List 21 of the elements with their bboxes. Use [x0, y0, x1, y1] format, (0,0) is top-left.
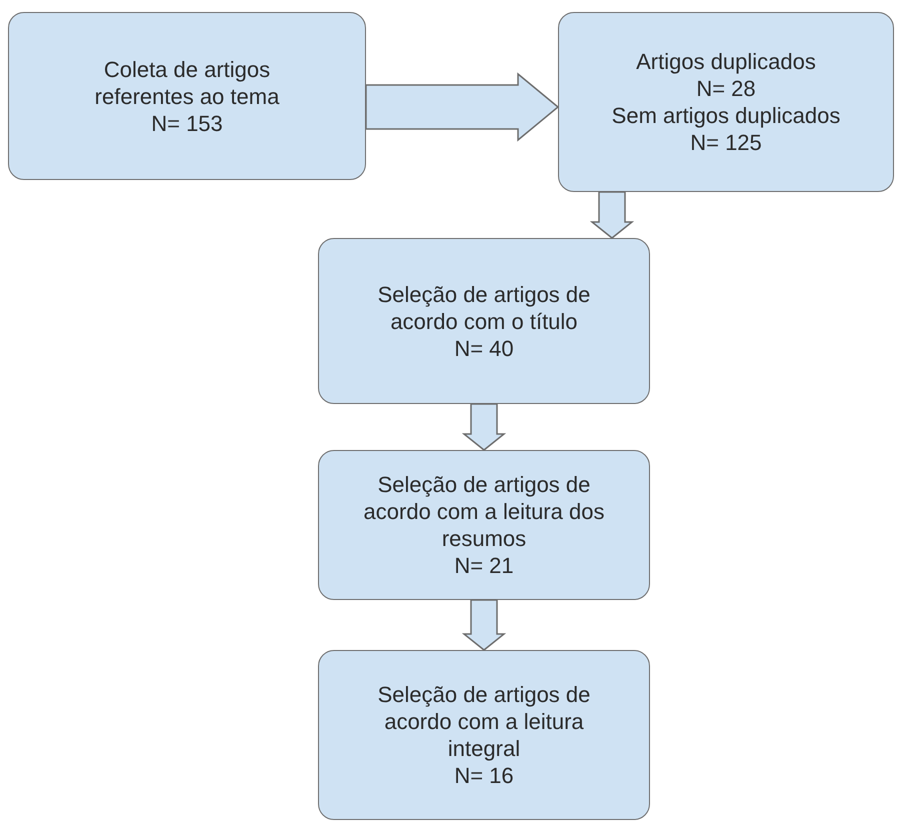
- box-text: N= 21: [454, 552, 514, 579]
- box-text: N= 125: [690, 129, 762, 156]
- box-text: N= 153: [151, 110, 223, 136]
- process-box: [8, 12, 366, 180]
- box-text: N= 28: [696, 75, 756, 102]
- box-text: N= 40: [454, 334, 514, 362]
- process-box: [318, 450, 650, 600]
- process-box: [558, 12, 894, 192]
- box-text: Sem artigos duplicados: [612, 102, 840, 129]
- box-text: Seleção de artigos de acordo com o título: [376, 280, 592, 334]
- process-box: [318, 650, 650, 820]
- block-arrow: [365, 72, 560, 142]
- box-text: Seleção de artigos de acordo com a leitura integral: [376, 681, 592, 762]
- box-text: Artigos duplicados: [636, 48, 816, 75]
- box-text: N= 16: [454, 762, 514, 789]
- box-text: Coleta de artigos referentes ao tema: [94, 56, 280, 110]
- process-box: [318, 238, 650, 404]
- box-text: Seleção de artigos de acordo com a leitura dos resumos: [362, 471, 606, 552]
- block-arrow: [590, 191, 634, 239]
- block-arrow: [462, 403, 506, 451]
- block-arrow: [462, 599, 506, 651]
